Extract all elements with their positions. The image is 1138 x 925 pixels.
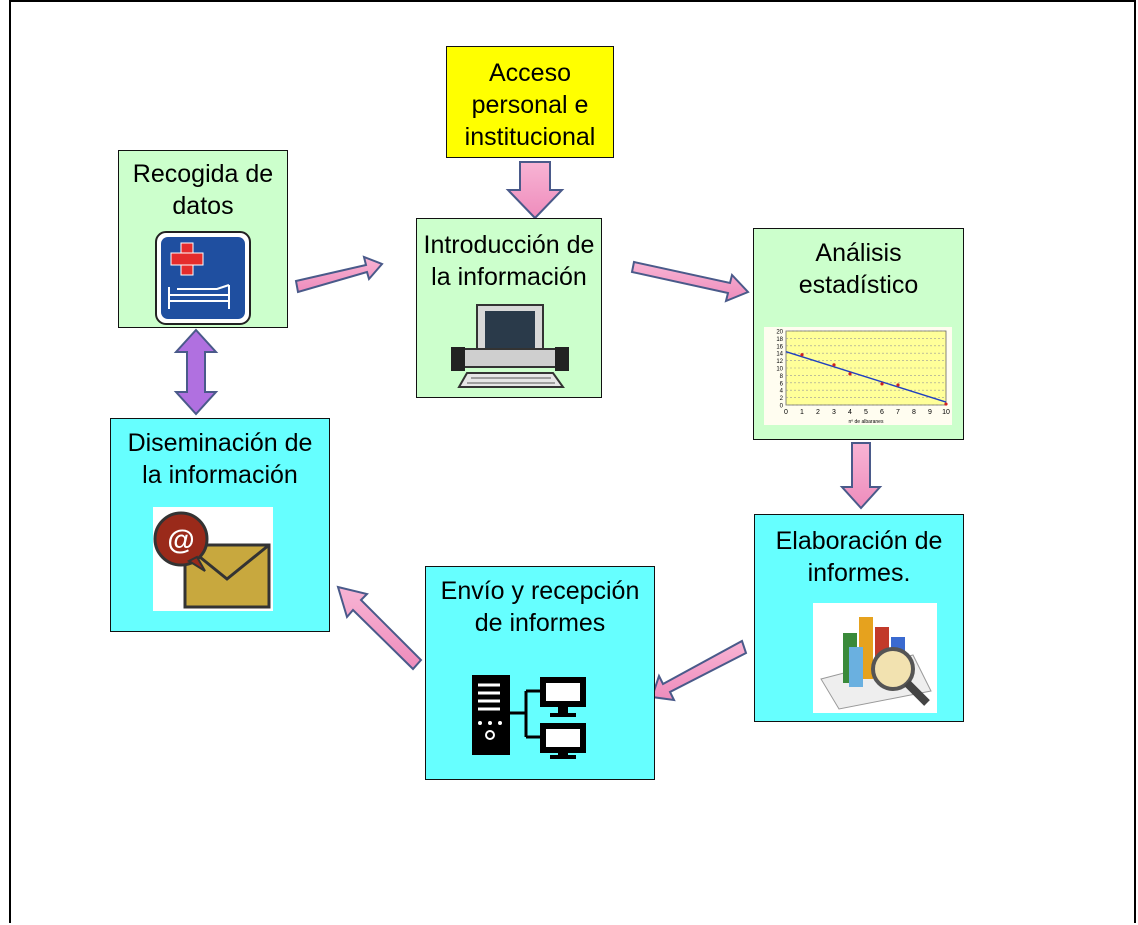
mini-chart-x-tick: 1 [800, 409, 804, 416]
slide-frame [9, 0, 1136, 923]
node-envio-label: Envío y recepción de informes [440, 577, 640, 637]
mini-chart-point [880, 382, 884, 386]
mini-chart-x-tick: 5 [864, 409, 868, 416]
mini-chart-trend-line [785, 351, 947, 403]
node-diseminacion: Diseminación de la información @ [110, 418, 330, 632]
mini-chart-x-tick: 2 [816, 409, 820, 416]
mini-chart-x-tick: 3 [832, 409, 836, 416]
mini-chart-y-tick: 20 [776, 330, 783, 336]
mini-chart-x-tick: 9 [928, 409, 932, 416]
mini-chart-point [800, 353, 804, 357]
mini-chart-x-tick: 7 [896, 409, 900, 416]
mini-chart-y-tick: 10 [776, 367, 783, 373]
arrow-recogida-diseminacion [173, 328, 219, 416]
mini-chart-x-tick: 8 [912, 409, 916, 416]
mini-chart-y-tick: 16 [776, 344, 783, 350]
svg-text:@: @ [167, 524, 194, 555]
arrow-elaboracion-to-envio [650, 639, 748, 702]
node-recogida-label: Recogida de datos [132, 160, 274, 220]
arrow-introduccion-to-analisis [630, 260, 750, 303]
node-elaboracion-label: Elaboración de informes. [775, 527, 943, 587]
mini-chart-y-tick: 18 [776, 337, 783, 343]
node-introduccion-label: Introducción de la información [423, 231, 595, 291]
mini-chart-x-tick: 0 [784, 409, 788, 416]
mini-chart-y-tick: 4 [780, 389, 784, 395]
node-acceso-label: Acceso personal e institucional [464, 59, 596, 151]
hospital-bed-icon [155, 231, 251, 325]
node-acceso: Acceso personal e institucional [446, 46, 614, 158]
mini-chart-x-tick: 6 [880, 409, 884, 416]
computer-icon [451, 304, 569, 388]
mini-chart-y-tick: 12 [776, 359, 783, 365]
server-network-icon [472, 675, 586, 759]
node-elaboracion: Elaboración de informes. [754, 514, 964, 722]
mini-chart-y-tick: 2 [780, 396, 784, 402]
mini-chart-y-tick: 8 [780, 374, 784, 380]
node-diseminacion-label: Diseminación de la información [127, 429, 313, 489]
mini-chart-y-tick: 14 [776, 352, 783, 358]
arrow-analisis-to-elaboracion [839, 442, 883, 510]
arrow-envio-to-diseminacion [336, 585, 423, 671]
mini-chart-point [896, 383, 900, 387]
mini-chart-y-tick: 6 [780, 381, 784, 387]
mini-chart-y-tick: 0 [780, 404, 784, 410]
mini-chart-xlabel: nº de albaranes [849, 419, 884, 425]
node-recogida: Recogida de datos [118, 150, 288, 328]
email-icon: @ [153, 507, 273, 611]
node-envio: Envío y recepción de informes [425, 566, 655, 780]
node-introduccion: Introducción de la información [416, 218, 602, 398]
node-analisis-label: Análisis estadístico [798, 239, 919, 299]
arrow-recogida-to-introduccion [294, 255, 384, 294]
mini-chart-point [944, 402, 948, 406]
mini-chart-point [832, 363, 836, 367]
report-chart-icon [813, 603, 937, 713]
mini-chart-point [848, 372, 852, 376]
arrow-acceso-to-introduccion [505, 161, 565, 220]
mini-chart-x-tick: 10 [942, 409, 950, 416]
mini-chart-x-tick: 4 [848, 409, 852, 416]
